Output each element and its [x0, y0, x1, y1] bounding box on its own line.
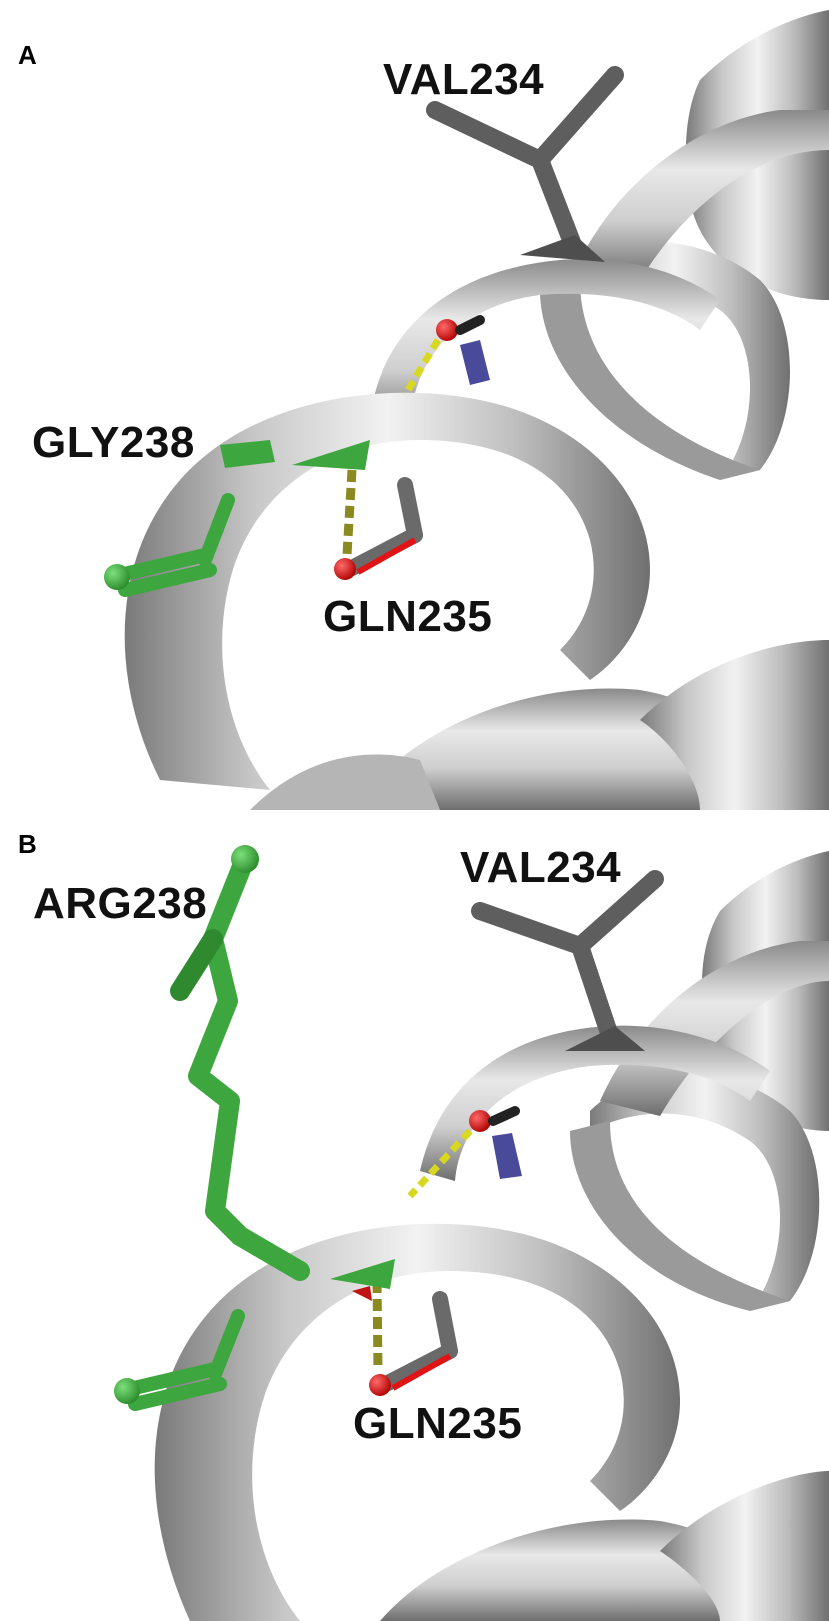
ribbon-behind-arc	[420, 1025, 770, 1181]
nitrogen-atom	[492, 1133, 522, 1179]
ribbon-front-helix	[124, 392, 650, 790]
panel-a: A VAL234 GLY238 GLN235	[0, 0, 829, 810]
hbond-upper	[407, 1128, 473, 1199]
residue-238-atom	[114, 1378, 140, 1404]
label-val234-a: VAL234	[383, 55, 545, 104]
ribbon-mid-inner	[540, 280, 760, 480]
residue-238-backbone	[330, 1259, 395, 1289]
label-arg238: ARG238	[33, 879, 208, 928]
gly238-backbone	[292, 440, 370, 470]
ribbon-mid-inner	[570, 1121, 790, 1311]
hbond-lower	[342, 469, 357, 556]
structure-view-a	[104, 10, 829, 810]
gly238-atom	[104, 564, 130, 590]
oxygen-atom	[436, 319, 458, 341]
ribbon-bottom-right	[660, 1471, 829, 1621]
val234-sidechain	[471, 870, 664, 1045]
val234-base	[520, 235, 605, 262]
gly238-fragment	[220, 440, 275, 468]
backbone-bond	[455, 315, 485, 335]
gln235-carbonyl	[356, 537, 417, 575]
panel-b: B VAL234 ARG238 GLN235	[0, 811, 829, 1621]
backbone-oxygen-fragment	[352, 1286, 372, 1301]
ribbon-bottom-strip	[250, 754, 440, 810]
ribbon-behind-arc	[370, 259, 720, 430]
ribbon-mid-helix	[590, 1073, 820, 1311]
label-gln235-b: GLN235	[353, 1399, 523, 1448]
hbond-upper	[401, 338, 442, 397]
gln235-sidechain	[344, 477, 423, 576]
val234-sidechain	[426, 66, 624, 259]
arg238-atom	[231, 845, 259, 873]
ribbon-upper-arc	[600, 941, 829, 1116]
hbond-lower	[372, 1280, 383, 1372]
oxygen-atom	[469, 1110, 491, 1132]
gln235-oxygen	[334, 558, 356, 580]
ribbon-upper-arc	[580, 110, 829, 280]
label-gln235-a: GLN235	[323, 592, 493, 641]
label-gly238: GLY238	[32, 418, 195, 467]
backbone-bond	[488, 1106, 520, 1126]
structure-view-b	[114, 845, 829, 1621]
panel-letter-a: A	[18, 40, 37, 70]
ribbon-mid-helix	[560, 241, 790, 480]
gln235-carbonyl	[391, 1353, 452, 1391]
val234-base	[565, 1026, 645, 1051]
nitrogen-atom	[460, 340, 490, 385]
residue-238-bonds	[123, 1309, 245, 1411]
gln235-sidechain	[380, 1291, 458, 1391]
arg238-sidechain	[170, 849, 310, 1281]
panel-letter-b: B	[18, 829, 37, 859]
ribbon-bottom-right	[640, 640, 829, 810]
gly238-bonds	[113, 493, 235, 597]
label-val234-b: VAL234	[460, 843, 622, 892]
gln235-oxygen	[369, 1374, 391, 1396]
ribbon-front-helix	[154, 1223, 680, 1621]
